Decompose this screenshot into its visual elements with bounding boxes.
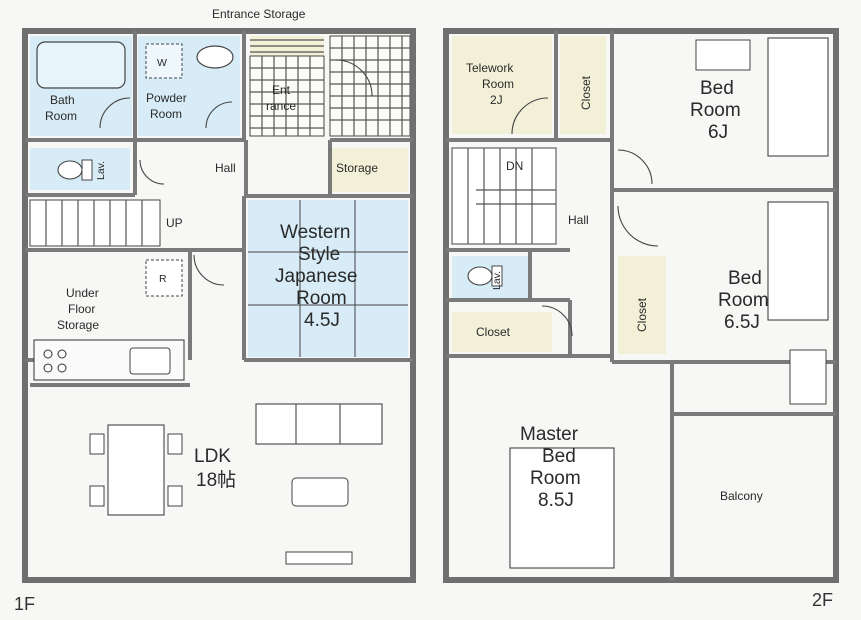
toilet-1f: [57, 160, 83, 180]
floor-1-plan: Entrance Storage Bath Room W Powder Room…: [22, 7, 416, 583]
entrance-tiles: [249, 35, 411, 137]
lav-1f-label: Lav.: [95, 161, 107, 180]
doors-2f: [511, 97, 659, 337]
dining-table: [107, 424, 165, 516]
closet-mid-label: Closet: [635, 297, 649, 332]
bed-6j: [767, 37, 829, 157]
closet-top-label: Closet: [579, 75, 593, 110]
bed-room-65-label-1: Bed: [728, 268, 762, 289]
closet-left-label: Closet: [476, 325, 511, 339]
floor-2-plan: Telework Room 2J Closet Bed Room 6J DN H…: [443, 28, 839, 583]
powder-room-label-1: Powder: [146, 91, 187, 105]
lav-2f-label: Lav.: [491, 271, 503, 290]
ldk-label-2: 18帖: [196, 469, 236, 491]
master-bed-room-label-2: Bed: [542, 446, 576, 467]
japanese-room-label-3: Japanese: [275, 266, 357, 287]
under-floor-storage-label-2: Floor: [68, 302, 95, 316]
closet-left-fill: [452, 312, 552, 352]
japanese-room-label-5: 4.5J: [304, 310, 340, 331]
bed-room-6-label-2: Room: [690, 100, 741, 121]
floor-2-outer-wall: [443, 28, 839, 583]
telework-room-label-2: Room: [482, 77, 514, 91]
japanese-room-label-4: Room: [296, 288, 347, 309]
closet-top-fill: [560, 36, 606, 134]
ldk-label-1: LDK: [194, 446, 231, 467]
kitchen-sink: [129, 347, 171, 375]
sofa: [255, 403, 383, 445]
telework-room-fill: [452, 36, 552, 134]
dn-label: DN: [506, 159, 523, 173]
japanese-room-fill: [248, 200, 408, 357]
tatami-lines: [248, 200, 408, 357]
washbasin: [196, 45, 234, 69]
doors-1f: [99, 59, 373, 286]
bath-room-label-1: Bath: [50, 93, 75, 107]
bath-room-label-2: Room: [45, 109, 77, 123]
washer-label: W: [157, 57, 167, 69]
japanese-room-label-2: Style: [298, 244, 340, 265]
master-bed-room-label-4: 8.5J: [538, 490, 574, 511]
coffee-table: [291, 477, 349, 507]
entrance-label-2: rance: [266, 99, 296, 113]
washer: [145, 43, 183, 79]
under-floor-storage-label-1: Under: [66, 286, 99, 300]
floor-1-outer-wall: [22, 28, 416, 583]
refrigerator: [145, 259, 183, 297]
telework-room-label-1: Telework: [466, 61, 514, 75]
telework-room-label-3: 2J: [490, 93, 503, 107]
entrance-label-1: Ent: [272, 83, 291, 97]
powder-room-label-2: Room: [150, 107, 182, 121]
bed-room-65-label-3: 6.5J: [724, 312, 760, 333]
toilet-2f: [467, 266, 493, 286]
up-label: UP: [166, 216, 183, 230]
master-bed-room-label-1: Master: [520, 424, 579, 445]
bed-65j: [767, 201, 829, 321]
closet-mid-fill: [618, 256, 666, 354]
under-floor-storage-label-3: Storage: [57, 318, 99, 332]
refrigerator-label: R: [159, 273, 167, 285]
stove: [43, 349, 67, 373]
storage-1f-fill: [332, 148, 408, 192]
stairs-2f: [451, 147, 557, 245]
balcony-label: Balcony: [720, 489, 763, 503]
entrance-storage-label: Entrance Storage: [212, 7, 306, 21]
bed-master: [509, 447, 615, 569]
desk-6j: [695, 39, 751, 71]
floor-2-label: 2F: [812, 590, 834, 610]
bathtub: [36, 41, 126, 89]
tv-board: [285, 551, 353, 565]
bed-room-65-label-2: Room: [718, 290, 769, 311]
hall-1f-label: Hall: [215, 161, 236, 175]
floor-1-label: 1F: [14, 594, 36, 614]
storage-1f-label: Storage: [336, 161, 378, 175]
bed-room-6-label-3: 6J: [708, 122, 728, 143]
stairs-1f: [29, 199, 161, 247]
japanese-room-label-1: Western: [280, 222, 350, 243]
floor-2-inner-walls: [446, 31, 836, 580]
bed-room-6-label-1: Bed: [700, 78, 734, 99]
master-bed-room-label-3: Room: [530, 468, 581, 489]
desk-65j: [789, 349, 827, 405]
hall-2f-label: Hall: [568, 213, 589, 227]
